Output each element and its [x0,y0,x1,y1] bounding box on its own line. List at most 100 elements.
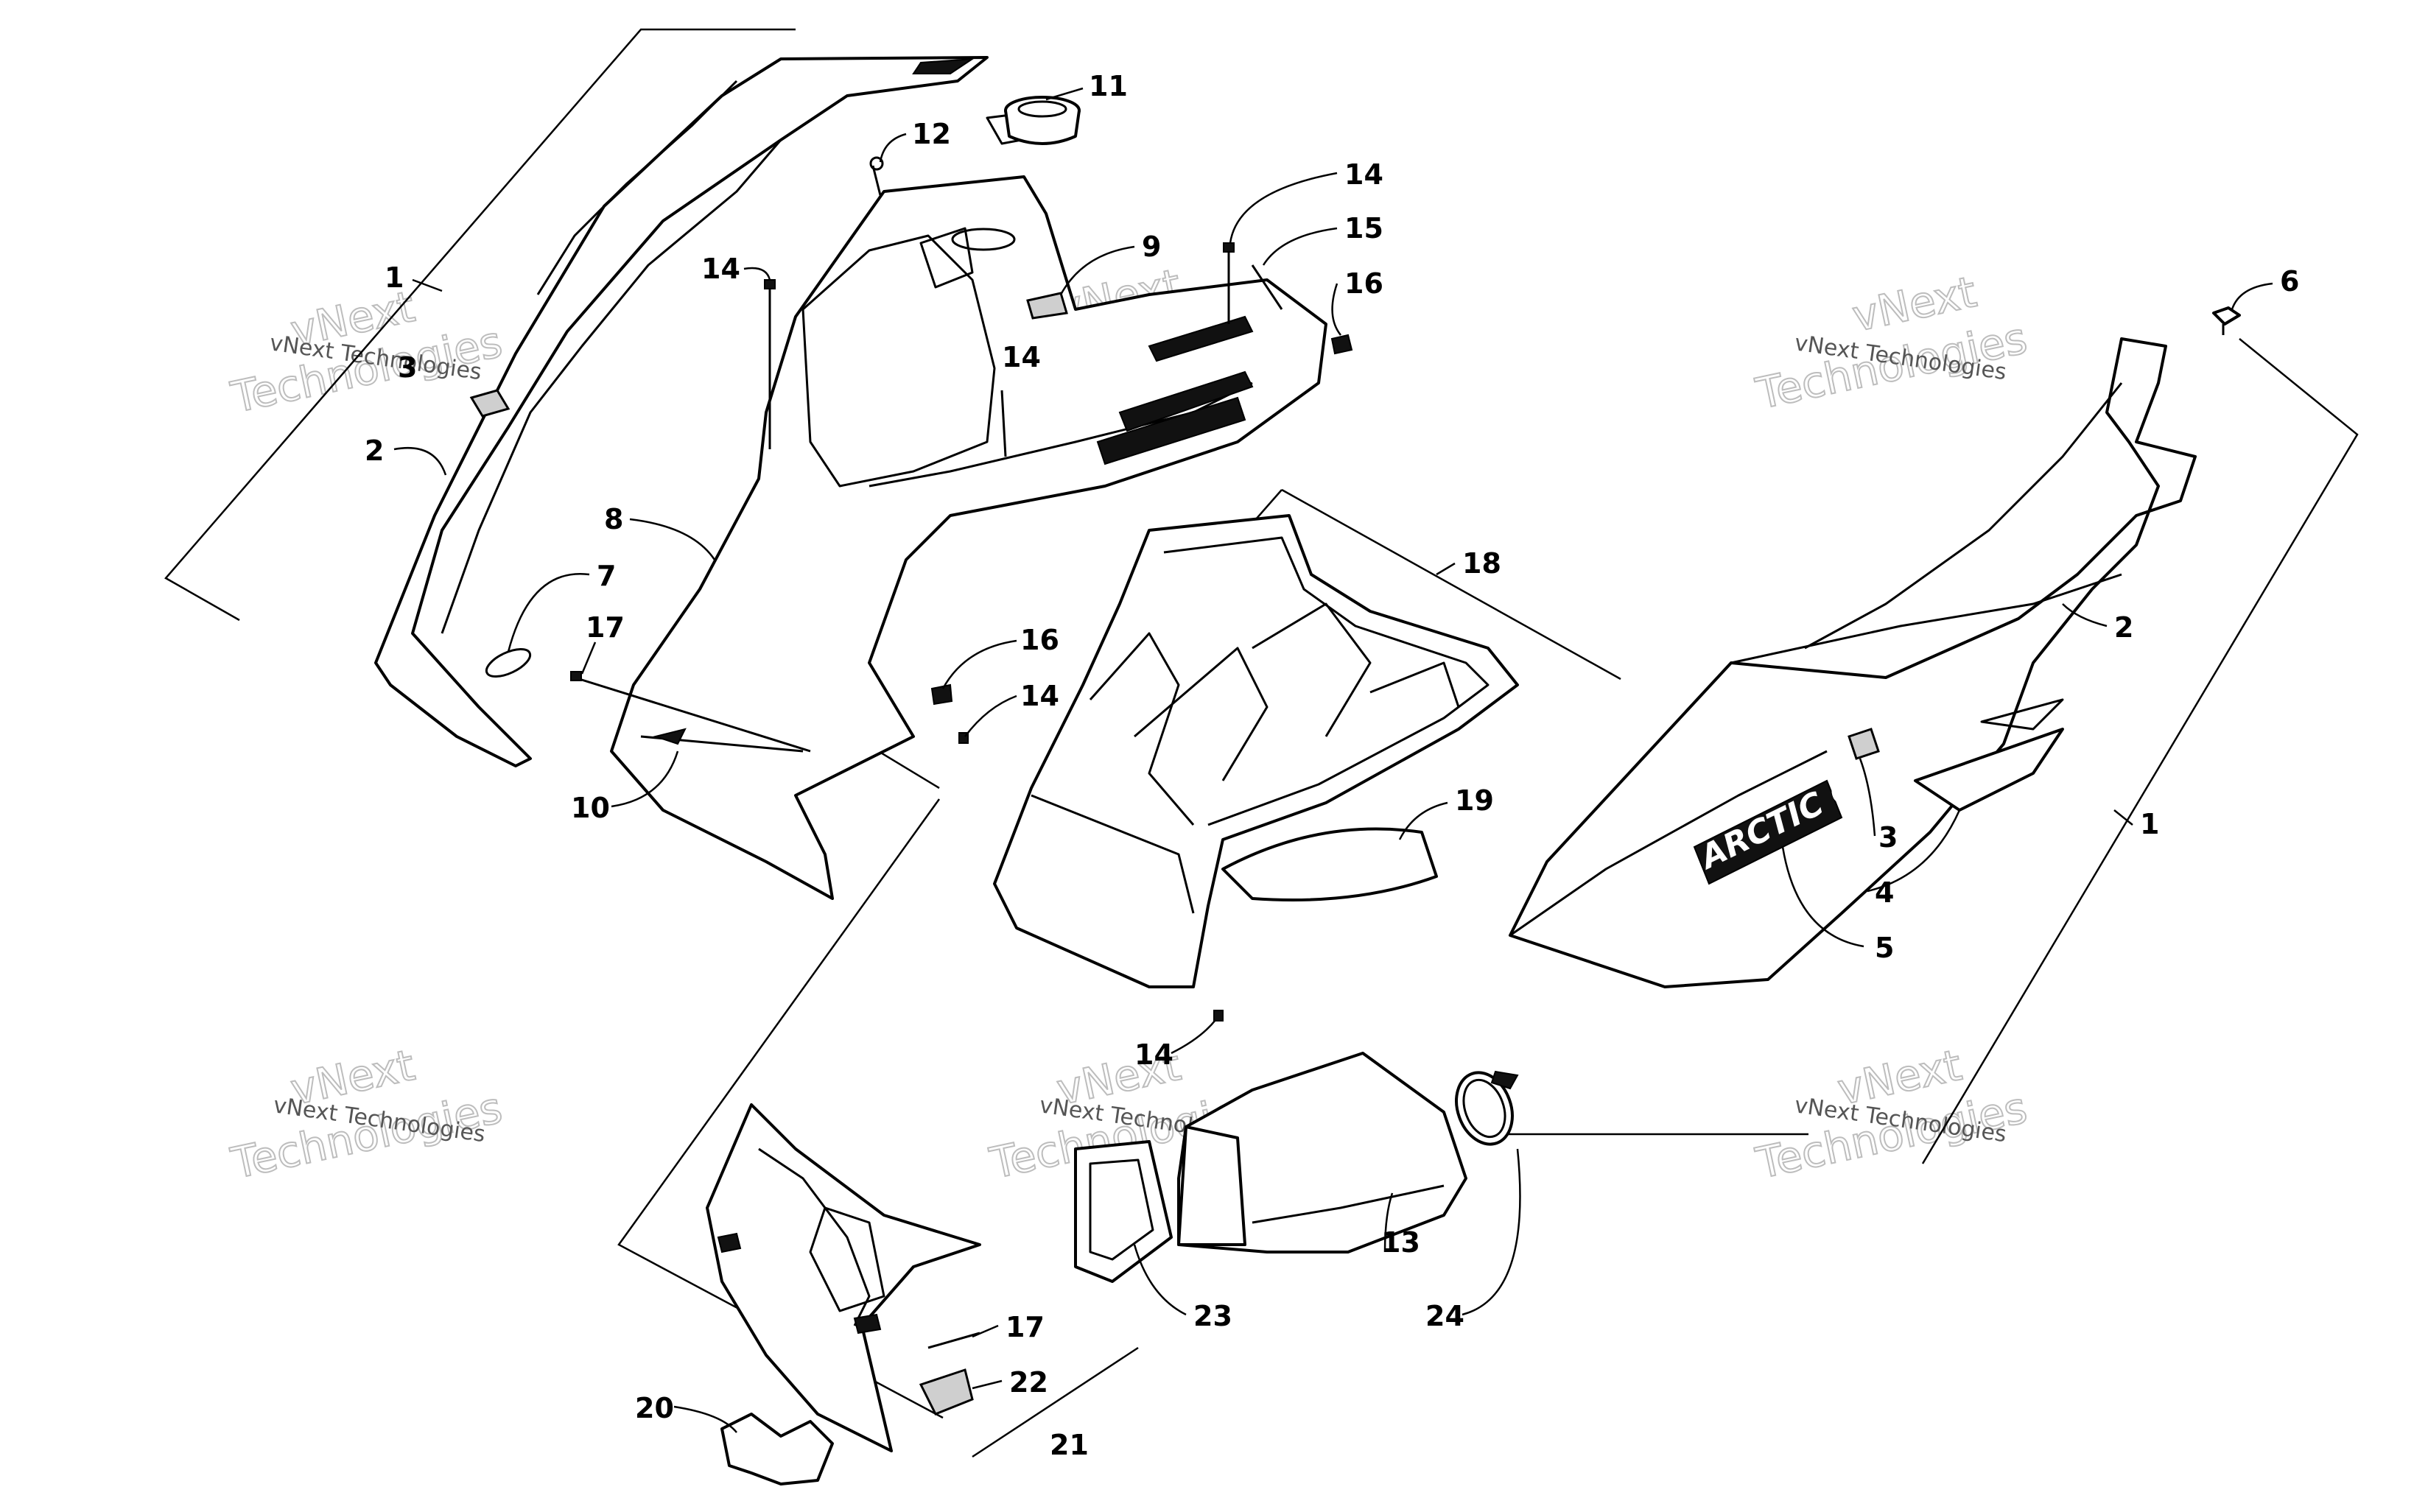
callout-23: 23 [1193,1300,1232,1332]
leader-24 [1462,1148,1521,1316]
callout-17-upper: 17 [586,611,625,644]
clamp-24-screw [1490,1070,1519,1090]
window-4-edge [1980,698,2064,731]
side-panel-right-upper-edge [1730,573,2122,664]
lower-panel-inner-contour [758,1147,871,1326]
callout-12: 12 [912,118,951,150]
hood-body-shape [610,175,1327,900]
leader-17b [972,1324,999,1338]
lower-panel-clip [717,1232,742,1253]
cap-11[interactable] [1004,96,1081,145]
lower-front-assembly[interactable] [706,1103,981,1485]
intake-duct[interactable] [1074,1052,1522,1283]
clamp-24-inner [1462,1078,1506,1139]
leader-12 [879,133,907,163]
side-panel-left-contour [441,139,782,634]
callout-4: 4 [1875,876,1894,909]
leader-4 [1867,809,1961,893]
lower-panel-21 [706,1103,981,1452]
clamp-24 [1455,1071,1514,1146]
clip-15 [1251,264,1283,310]
frame-air-box-upper [1281,488,1621,681]
hood-vent-slot-2 [1118,370,1254,432]
side-panel-right-shape [1509,337,2197,988]
callout-2-right: 2 [2114,611,2133,644]
callout-14-c: 14 [1344,158,1383,191]
callout-22: 22 [1009,1366,1048,1399]
side-panel-right-crease [1804,382,2123,650]
air-box-rib-1 [1089,632,1195,826]
screw-14-head [764,279,776,289]
callout-17-lower: 17 [1006,1311,1045,1343]
leader-20 [673,1405,737,1433]
cap-11-inner [1017,100,1067,118]
callout-14-a: 14 [701,253,740,285]
callout-24: 24 [1425,1300,1464,1332]
clip-16b [930,683,953,706]
callout-16-lower: 16 [1020,624,1059,656]
frame-right-side-panel [1921,338,2359,1164]
callout-1-left: 1 [385,261,404,294]
right-side-panel[interactable]: ARCTIC CAT [1509,306,2241,988]
leader-13 [1383,1192,1394,1253]
push-rivet-6 [2212,306,2241,326]
callout-1-right: 1 [2140,808,2159,840]
foam-pad-9 [1026,292,1068,320]
screw-12 [871,165,882,196]
callout-3-left: 3 [398,351,417,384]
leader-23 [1133,1244,1187,1316]
callout-14-e: 14 [1134,1038,1173,1071]
air-box-rib-5 [1031,794,1195,914]
leader-9 [1059,245,1135,295]
leader-5 [1781,846,1864,948]
pad-3-right [1848,728,1880,760]
leader-19 [1398,801,1448,840]
leader-18 [1436,562,1456,576]
air-box-rib-4 [1369,661,1460,708]
watermark-top-right: vNext Technologies vNext Technologies [1751,266,2032,420]
callout-18: 18 [1462,547,1501,580]
leader-8 [629,518,716,560]
lower-panel-opening [809,1206,885,1312]
pad-22 [919,1368,974,1416]
callout-7: 7 [597,560,616,592]
duct-13-seam [1252,1184,1445,1224]
bracket-20 [720,1413,834,1485]
leader-14a [743,267,771,281]
assembly-frames [164,28,2359,1458]
frame-lower-right [972,1346,1139,1458]
air-box-rim [1163,536,1490,826]
callout-5: 5 [1875,932,1894,964]
leader-14e [1171,1019,1216,1055]
cap-11-body [1004,110,1081,145]
air-box-rib-3 [1252,602,1372,737]
callout-14-d: 14 [1020,680,1059,712]
hood-headlight-recess [801,234,996,488]
watermark-top-left: vNext Technologies vNext Technologies [226,281,508,423]
gasket-23-inner [1089,1158,1154,1261]
callout-14-b: 14 [1002,341,1041,373]
gasket-23-outer [1074,1140,1173,1283]
pad-3-left [469,389,510,418]
front-hood[interactable] [610,109,1327,900]
callout-2-left: 2 [365,435,384,467]
leader-2a [393,446,447,476]
leader-6 [2231,282,2273,310]
air-box[interactable] [993,514,1519,988]
side-panel-left-tab [912,57,975,74]
seal-19 [1221,827,1438,901]
leader-3b [1859,758,1876,837]
screw-12-head [869,156,884,171]
callout-9: 9 [1142,231,1161,263]
callout-labels: 1 2 3 7 17 8 10 11 12 14 14 9 14 15 16 1… [365,70,2299,1461]
callout-8: 8 [604,503,623,535]
rod-17-head [570,671,582,681]
callout-19: 19 [1455,784,1494,817]
callout-16-upper: 16 [1344,267,1383,300]
leader-22 [972,1379,1003,1390]
callout-13: 13 [1381,1226,1420,1259]
rod-17 [574,676,811,753]
left-side-panel[interactable] [374,56,989,767]
callout-20: 20 [635,1392,674,1424]
